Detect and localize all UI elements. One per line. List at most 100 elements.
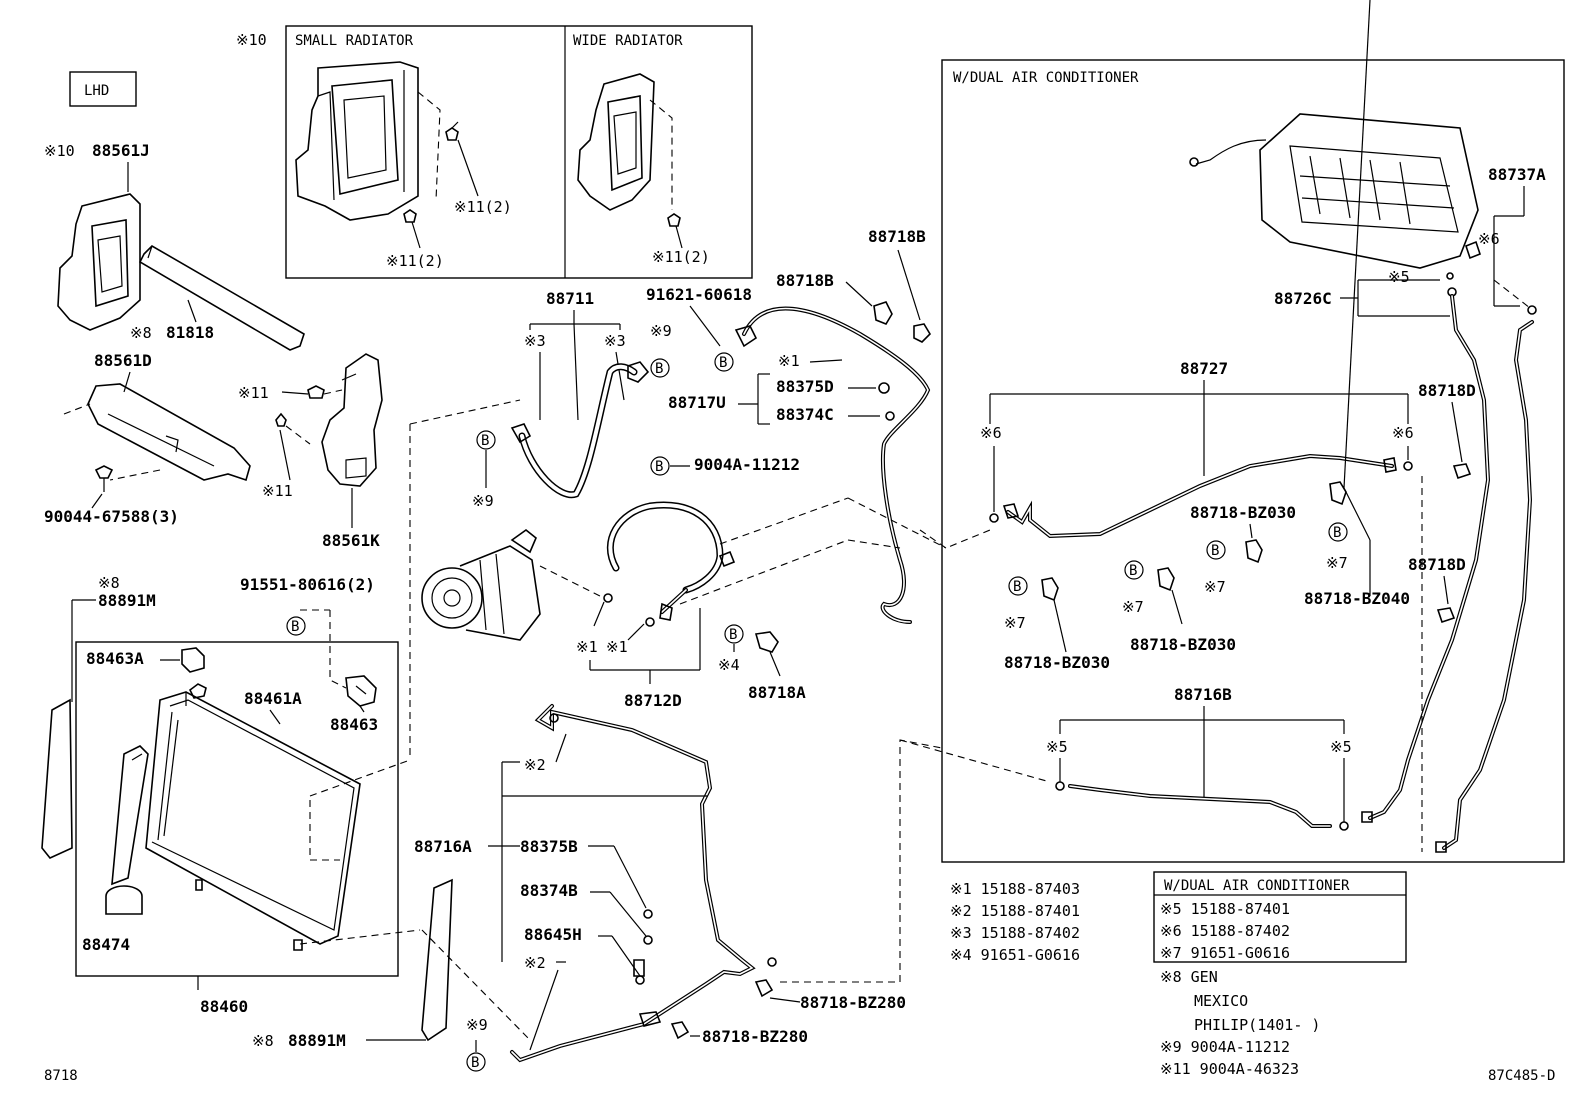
part-88718D-b: 88718D (1408, 555, 1466, 574)
condenser-box (75, 641, 399, 977)
part-88374C: 88374C (776, 405, 834, 424)
bracket-88463A (181, 647, 205, 673)
mark-11-2-a: ※11(2) (454, 198, 512, 216)
part-88891M-bottom: 88891M (288, 1031, 346, 1050)
part-88716B: 88716B (1174, 685, 1232, 704)
part-88737A: 88737A (1488, 165, 1546, 184)
clamp-icon (754, 979, 774, 998)
mark-5-c: ※5 (1388, 268, 1410, 286)
pipe-88727 (1002, 453, 1397, 539)
part-88375D: 88375D (776, 377, 834, 396)
part-90044-67588: 90044-67588(3) (44, 507, 179, 526)
part-88561D: 88561D (94, 351, 152, 370)
dual-ac-notes-box (1153, 871, 1407, 963)
mark-11-a: ※11 (238, 384, 269, 402)
mark-9-a: ※9 (650, 322, 672, 340)
part-88727: 88727 (1180, 359, 1228, 378)
note-3: ※3 15188-87402 (950, 924, 1080, 942)
part-88716A: 88716A (414, 837, 472, 856)
part-88718-BZ030-b: 88718-BZ030 (1130, 635, 1236, 654)
mark-7-a: ※7 (1204, 578, 1226, 596)
part-88711: 88711 (546, 289, 594, 308)
mark-3-a: ※3 (524, 332, 546, 350)
small-radiator-seal (295, 61, 441, 221)
part-91621-60618: 91621-60618 (646, 285, 752, 304)
part-88463: 88463 (330, 715, 378, 734)
b-mark: B (471, 1055, 479, 1071)
note-4: ※4 91651-G0616 (950, 946, 1080, 964)
lhd-label: LHD (84, 83, 109, 99)
clamp-88718A (754, 631, 779, 653)
b-mark: B (291, 619, 299, 635)
dual-ac-box (941, 59, 1565, 863)
part-91551-80616: 91551-80616(2) (240, 575, 375, 594)
condenser-88460 (145, 683, 361, 951)
part-88374B: 88374B (520, 881, 578, 900)
mark-2-a: ※2 (524, 756, 546, 774)
clamp-icon (1245, 539, 1263, 564)
b-mark: B (719, 355, 727, 371)
mark-6-b: ※6 (1392, 424, 1414, 442)
seal-strip-88891M-bottom (421, 878, 453, 1042)
mark-8-bottom: ※8 (252, 1032, 274, 1050)
radiator-side-seal-88561J (57, 193, 141, 331)
b-mark: B (655, 361, 663, 377)
part-88718B-b: 88718B (868, 227, 926, 246)
clamp-icon (1436, 607, 1456, 624)
clip-icon (403, 209, 417, 223)
mark-5-a: ※5 (1046, 738, 1068, 756)
mark-1-b: ※1 (576, 638, 598, 656)
part-88561K: 88561K (322, 531, 380, 550)
note-5: ※5 15188-87401 (1160, 900, 1290, 918)
b-mark: B (1013, 579, 1021, 595)
part-9004A-11212: 9004A-11212 (694, 455, 800, 474)
mark-6-c: ※6 (1478, 230, 1500, 248)
part-81818: 81818 (166, 323, 214, 342)
part-88463A: 88463A (86, 649, 144, 668)
footer-left-code: 8718 (44, 1068, 78, 1084)
pipe-88716A (510, 704, 777, 1063)
dual-ac-notes-title: W/DUAL AIR CONDITIONER (1164, 878, 1350, 894)
part-88561J: 88561J (92, 141, 150, 160)
mark-1-a: ※1 (778, 352, 800, 370)
part-88726C: 88726C (1274, 289, 1332, 308)
b-mark: B (481, 433, 489, 449)
mark-9-b: ※9 (472, 492, 494, 510)
note-1: ※1 15188-87403 (950, 880, 1080, 898)
clamp-icon (873, 301, 893, 325)
b-mark: B (1333, 525, 1341, 541)
b-mark: B (1129, 563, 1137, 579)
part-88375B: 88375B (520, 837, 578, 856)
clamp-icon (670, 1021, 690, 1040)
mark-1-c: ※1 (606, 638, 628, 656)
mark-10: ※10 (236, 31, 267, 49)
mark-6-a: ※6 (980, 424, 1002, 442)
part-88718-BZ280-b: 88718-BZ280 (702, 1027, 808, 1046)
hose-88712D (607, 501, 736, 627)
part-88718-BZ030-a: 88718-BZ030 (1190, 503, 1296, 522)
seal-strip-81818 (138, 244, 305, 351)
mark-3-b: ※3 (604, 332, 626, 350)
clip-icon (275, 412, 287, 427)
mark-11-2-b: ※11(2) (386, 252, 444, 270)
clamp-icon (1329, 481, 1347, 506)
compressor (421, 528, 541, 641)
seal-strip-88891M-left (41, 698, 73, 859)
small-radiator-label: SMALL RADIATOR (295, 33, 414, 49)
part-88712D: 88712D (624, 691, 682, 710)
mark-9-c: ※9 (466, 1016, 488, 1034)
clamp-icon (1452, 463, 1472, 480)
note-9: ※9 9004A-11212 (1160, 1038, 1290, 1056)
switch-88645H (633, 959, 645, 985)
rear-pipes (1361, 294, 1534, 853)
clamp-icon (1041, 577, 1059, 602)
radiator-upper-seal-88561D (87, 383, 251, 482)
hose-88711 (510, 361, 650, 499)
mark-4: ※4 (718, 656, 740, 674)
note-11: ※11 9004A-46323 (1160, 1060, 1299, 1078)
mark-2-b: ※2 (524, 954, 546, 972)
part-88460: 88460 (200, 997, 248, 1016)
note-8c: PHILIP(1401- ) (1194, 1016, 1320, 1034)
mark-5-b: ※5 (1330, 738, 1352, 756)
